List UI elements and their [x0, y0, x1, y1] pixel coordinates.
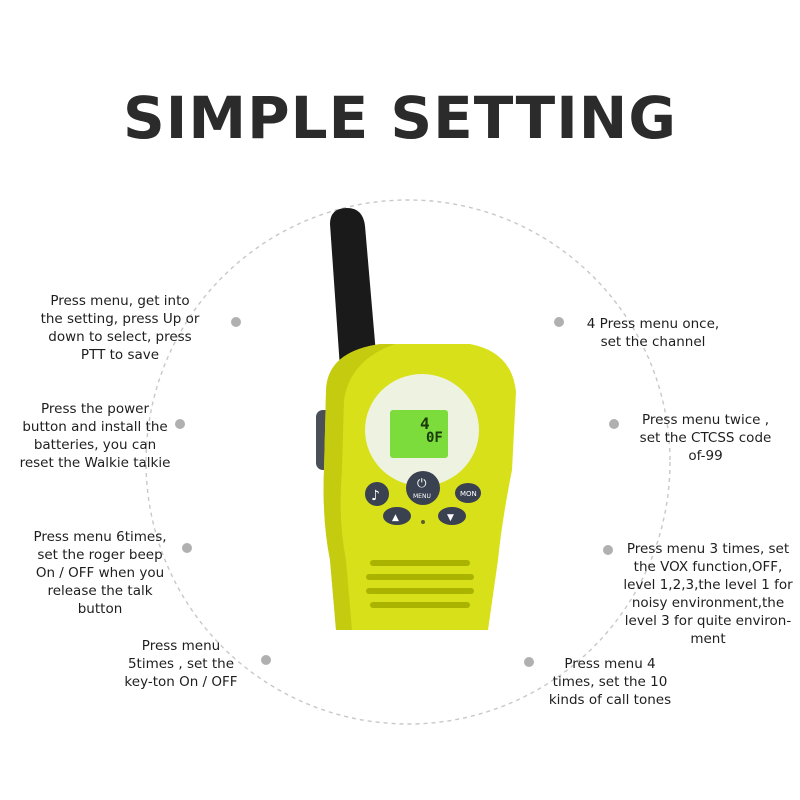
callout-dot [603, 545, 613, 555]
callout-dot [524, 657, 534, 667]
lcd-code: 0F [426, 430, 443, 446]
device-shade [323, 344, 395, 630]
menu-label: MENU [413, 493, 431, 500]
callout-dot [554, 317, 564, 327]
callout-left-3: Press menu 6times, set the roger beep On… [33, 529, 167, 617]
callout-dot [261, 655, 271, 665]
callout-right-2: Press menu twice , set the CTCSS code of… [639, 412, 772, 464]
callout-right-4: Press menu 4 times, set the 10 kinds of … [548, 656, 672, 708]
down-button [438, 507, 466, 525]
callout-left-2: Press the power button and install the b… [19, 401, 171, 471]
callout-dot [609, 419, 619, 429]
lcd-display [390, 410, 448, 458]
dashed-ring [145, 199, 671, 725]
mon-label: MON [460, 490, 477, 498]
down-arrow-icon: ▼ [447, 513, 454, 523]
up-button [383, 507, 411, 525]
callout-dot [231, 317, 241, 327]
callout-left-4: Press menu 5times , set the key-ton On /… [124, 638, 238, 690]
callout-right-3: Press menu 3 times, set the VOX function… [623, 541, 793, 647]
page-title: SIMPLE SETTING [123, 84, 677, 152]
mic-hole [421, 520, 425, 524]
music-note-button [365, 482, 389, 506]
callout-left-1: Press menu, get into the setting, press … [40, 293, 200, 363]
music-note-icon: ♪ [371, 488, 380, 504]
mon-button [455, 483, 481, 503]
callout-dot [182, 543, 192, 553]
speaker-grille [366, 560, 474, 608]
antenna [330, 208, 376, 368]
callout-dot [175, 419, 185, 429]
callout-right-1: 4 Press menu once, set the channel [586, 316, 720, 350]
lcd-channel: 4 [420, 414, 430, 433]
menu-button [406, 471, 440, 505]
walkie-talkie: 4 0F ♪ ⏻ MENU MON ▲ ▼ [316, 208, 516, 630]
power-icon: ⏻ [417, 476, 427, 490]
up-arrow-icon: ▲ [392, 513, 399, 523]
